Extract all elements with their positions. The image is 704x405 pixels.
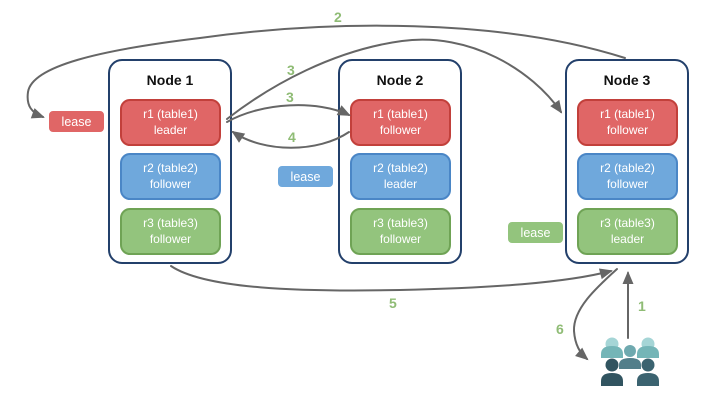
step-label-5: 5 <box>389 295 397 311</box>
lease-badge-red: lease <box>48 110 105 133</box>
step-label-1: 1 <box>638 298 646 314</box>
replica-role: follower <box>149 231 192 246</box>
users-group-icon <box>601 337 659 386</box>
step-label-4: 4 <box>288 129 296 145</box>
arrow-step-5-node1-to-node3 <box>170 265 613 292</box>
node1-replica-r1: r1 (table1) leader <box>120 99 221 146</box>
replica-name: r1 (table1) <box>600 106 655 121</box>
node3-replica-r3: r3 (table3) leader <box>577 208 678 255</box>
step-label-2: 2 <box>334 9 342 25</box>
replica-role: follower <box>606 122 649 137</box>
node-3-container: Node 3 r1 (table1) follower r2 (table2) … <box>565 59 689 264</box>
arrow-step-3-node1r1-to-node2r1 <box>226 104 351 123</box>
replica-name: r2 (table2) <box>143 160 198 175</box>
node-1-container: Node 1 r1 (table1) leader r2 (table2) fo… <box>108 59 232 264</box>
node-3-title: Node 3 <box>603 72 651 88</box>
node2-replica-r3: r3 (table3) follower <box>350 208 451 255</box>
replica-role: leader <box>610 231 645 246</box>
replica-role: follower <box>379 122 422 137</box>
node-1-title: Node 1 <box>146 72 194 88</box>
node1-replica-r3: r3 (table3) follower <box>120 208 221 255</box>
replica-role: follower <box>149 176 192 191</box>
step-label-3b: 3 <box>286 89 294 105</box>
node1-replica-r2: r2 (table2) follower <box>120 153 221 200</box>
replica-name: r2 (table2) <box>373 160 428 175</box>
node3-replica-r1: r1 (table1) follower <box>577 99 678 146</box>
node2-replica-r1: r1 (table1) follower <box>350 99 451 146</box>
node3-replica-r2: r2 (table2) follower <box>577 153 678 200</box>
replica-name: r3 (table3) <box>143 215 198 230</box>
replica-role: follower <box>379 231 422 246</box>
replica-name: r3 (table3) <box>600 215 655 230</box>
replica-name: r1 (table1) <box>373 106 428 121</box>
step-label-3a: 3 <box>287 62 295 78</box>
node-2-container: Node 2 r1 (table1) follower r2 (table2) … <box>338 59 462 264</box>
node2-replica-r2: r2 (table2) leader <box>350 153 451 200</box>
replica-name: r3 (table3) <box>373 215 428 230</box>
replica-role: leader <box>153 122 188 137</box>
lease-badge-green: lease <box>507 221 564 244</box>
replica-name: r2 (table2) <box>600 160 655 175</box>
node-2-title: Node 2 <box>376 72 424 88</box>
replica-name: r1 (table1) <box>143 106 198 121</box>
replica-role: leader <box>383 176 418 191</box>
step-label-6: 6 <box>556 321 564 337</box>
lease-badge-blue: lease <box>277 165 334 188</box>
replica-role: follower <box>606 176 649 191</box>
